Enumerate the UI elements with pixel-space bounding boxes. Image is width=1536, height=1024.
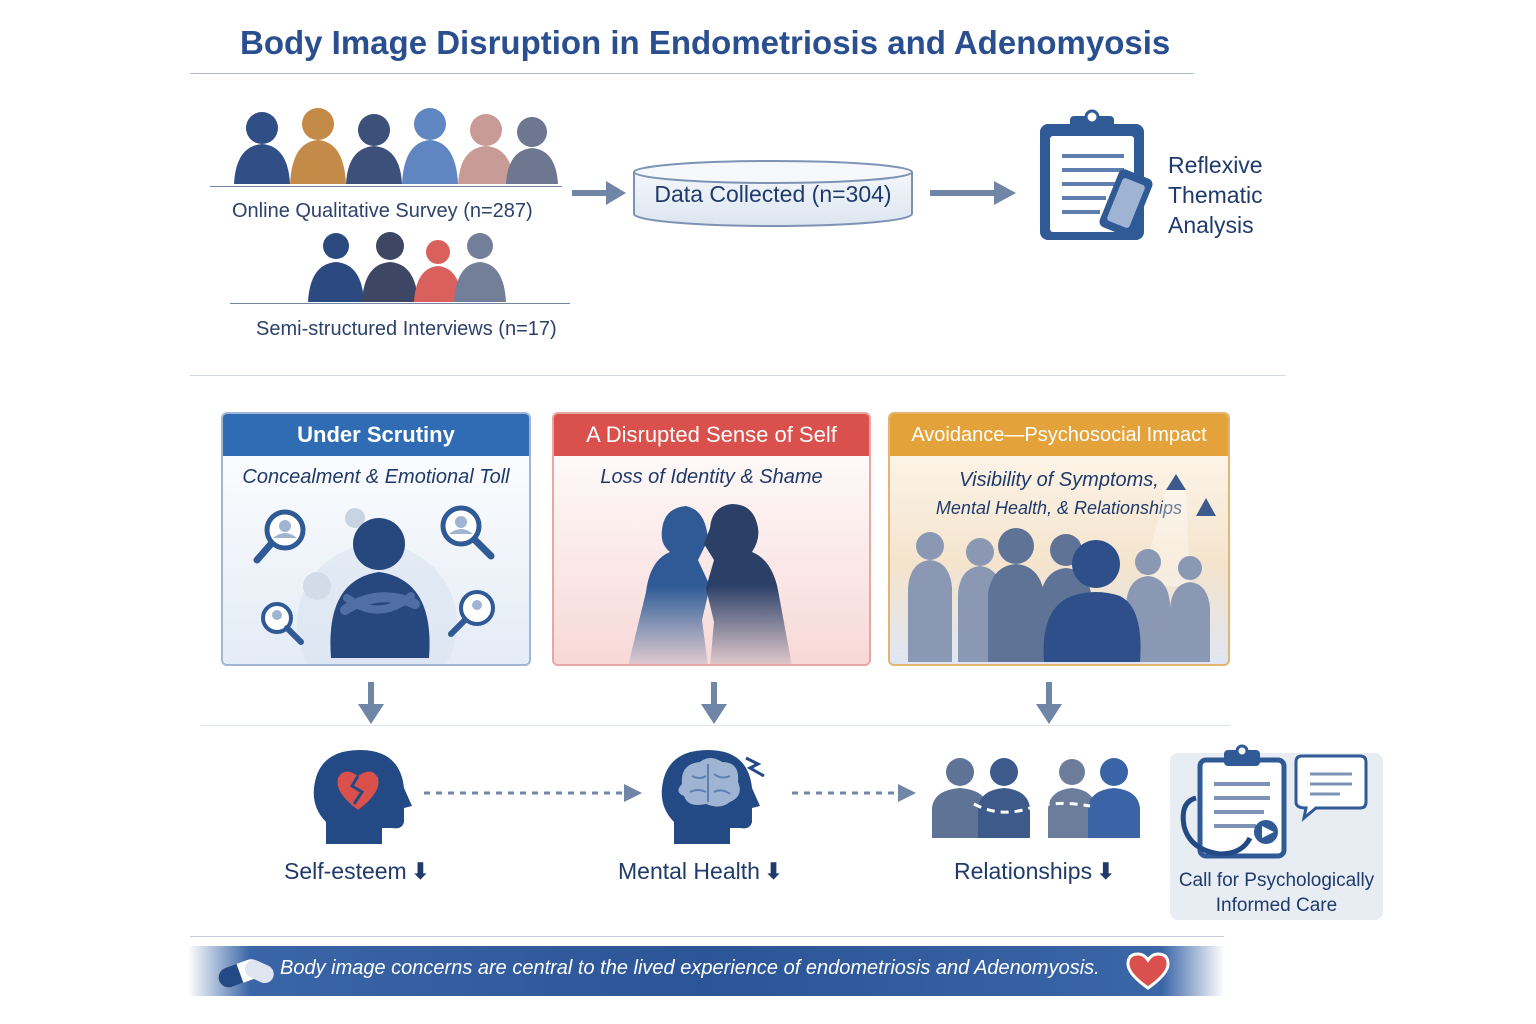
- crowd-spotlight-icon: [908, 474, 1216, 662]
- survey-label: Online Qualitative Survey (n=287): [232, 200, 533, 222]
- outcome-label: Relationships: [954, 858, 1093, 884]
- analysis-line: Thematic: [1168, 182, 1263, 208]
- care-line: Informed Care: [1215, 895, 1338, 916]
- arrow-down-icon: [701, 682, 727, 724]
- title-divider: [190, 73, 1194, 74]
- survey-baseline: [210, 186, 562, 187]
- interviews-label: Semi-structured Interviews (n=17): [256, 318, 557, 340]
- database-cylinder-icon: [633, 160, 913, 227]
- magnifier-person-icon: [440, 505, 495, 560]
- outcomes-divider: [200, 725, 1230, 726]
- outcome-self-esteem: Self-esteem⬇: [284, 858, 430, 885]
- outcome-relationships: Relationships⬇: [954, 858, 1115, 885]
- heart-icon: [1126, 952, 1170, 990]
- analysis-line: Reflexive: [1168, 152, 1263, 178]
- survey-participants-icon: [234, 108, 558, 184]
- brain-head-icon: [661, 750, 765, 844]
- people-pairs-icon: [932, 758, 1140, 838]
- decrease-arrow-icon: ⬇: [410, 858, 430, 884]
- decrease-arrow-icon: ⬇: [1096, 858, 1116, 884]
- theme-card-under-scrutiny: Under Scrutiny Concealment & Emotional T…: [221, 412, 531, 666]
- clipboard-stethoscope-icon: [1180, 744, 1368, 859]
- theme-subtitle: Loss of Identity & Shame: [600, 466, 823, 488]
- outcome-label: Self-esteem: [284, 858, 407, 884]
- analysis-label: Reflexive Thematic Analysis: [1168, 150, 1263, 240]
- footer-divider: [190, 936, 1224, 937]
- arrow-right-icon: [930, 181, 1016, 205]
- concealment-illustration-icon: [253, 505, 495, 664]
- magnifier-person-icon: [253, 509, 306, 564]
- theme-subtitle: Concealment & Emotional Toll: [242, 466, 510, 488]
- arrow-down-icon: [1036, 682, 1062, 724]
- page-title: Body Image Disruption in Endometriosis a…: [240, 24, 1171, 61]
- theme-title: Under Scrutiny: [223, 414, 529, 456]
- broken-heart-head-icon: [313, 750, 412, 844]
- theme-card-avoidance: Avoidance—Psychosocial Impact Visibility…: [888, 412, 1230, 666]
- magnifier-person-icon: [261, 602, 304, 645]
- care-line: Call for Psychologically: [1178, 870, 1375, 891]
- decrease-arrow-icon: ⬇: [763, 858, 784, 884]
- magnifier-person-icon: [448, 590, 495, 637]
- footer-text: Body image concerns are central to the l…: [280, 957, 1100, 979]
- section-divider: [190, 375, 1286, 376]
- theme-subtitle-line: Visibility of Symptoms,: [959, 469, 1159, 491]
- analysis-line: Analysis: [1168, 212, 1254, 238]
- footer-banner: [188, 946, 1224, 996]
- theme-subtitle: Visibility of Symptoms, Mental Health, &…: [890, 466, 1228, 522]
- arrow-down-icon: [358, 682, 384, 724]
- theme-subtitle-line: Mental Health, & Relationships: [935, 498, 1183, 518]
- interviews-baseline: [230, 303, 570, 304]
- arrow-right-icon: [572, 181, 626, 205]
- dotted-arrow-icon: [792, 784, 916, 802]
- outcome-label: Mental Health: [618, 858, 760, 884]
- theme-card-disrupted-self: A Disrupted Sense of Self Loss of Identi…: [552, 412, 871, 666]
- theme-title: Avoidance—Psychosocial Impact: [890, 414, 1228, 456]
- clipboard-analysis-icon: [1040, 109, 1153, 240]
- care-label: Call for Psychologically Informed Care: [1170, 868, 1383, 918]
- interview-participants-icon: [308, 232, 506, 302]
- pill-capsules-icon: [218, 959, 274, 988]
- theme-title: A Disrupted Sense of Self: [554, 414, 869, 456]
- outcome-mental-health: Mental Health⬇: [618, 858, 783, 885]
- dotted-arrow-icon: [424, 784, 642, 802]
- split-silhouette-icon: [628, 504, 792, 664]
- data-collected-label: Data Collected (n=304): [654, 181, 892, 207]
